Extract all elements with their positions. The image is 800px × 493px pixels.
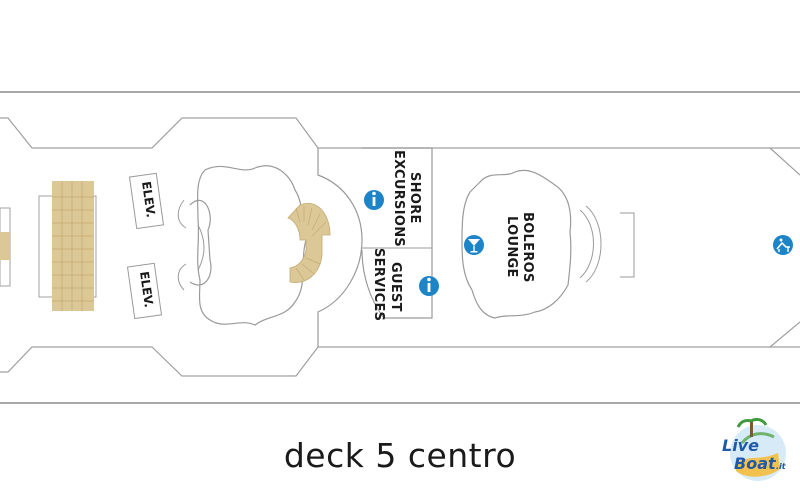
boleros-entry-box [620,212,635,278]
cocktail-icon [464,235,484,255]
boleros-label-2: LOUNGE [504,216,519,278]
atrium-arc-2 [177,199,187,291]
elevator-2-label: ELEV. [137,270,156,308]
forward-outline [769,147,800,348]
left-stair-stub-fill [0,232,10,260]
rotunda-curve [317,148,363,347]
boleros-bar-curve [579,205,602,283]
info-icon [364,190,384,210]
guest-services-desk [361,147,433,319]
stair-block [52,181,94,311]
inner-deck-outline-top [0,117,800,149]
deck-caption: deck 5 centro [283,436,517,475]
atrium-curved-stair [189,199,212,286]
info-icon [419,276,439,296]
logo-text-suffix: .it [776,462,787,471]
boleros-label-1: BOLEROS [520,212,535,283]
guest-services-label-1: GUEST [388,262,403,312]
shore-excursions-label-2: EXCURSIONS [391,150,406,247]
shore-excursions-label-1: SHORE [407,172,422,224]
atrium-arc [197,224,205,271]
logo-text-live: Live [722,436,759,455]
logo-text-boat: Boat [734,454,777,473]
lounge-chair-icon [773,235,793,255]
elevator-2: ELEV. [126,262,163,320]
liveboat-logo: Live Boat .it [722,417,787,481]
atrium-area [196,165,307,326]
elevator-1-label: ELEV. [139,180,158,218]
guest-services-label-2: SERVICES [371,248,386,321]
boleros-lounge-area [461,169,572,319]
elevator-1: ELEV. [128,172,165,230]
inner-deck-outline-bottom [0,346,800,377]
spiral-stair [287,203,331,283]
